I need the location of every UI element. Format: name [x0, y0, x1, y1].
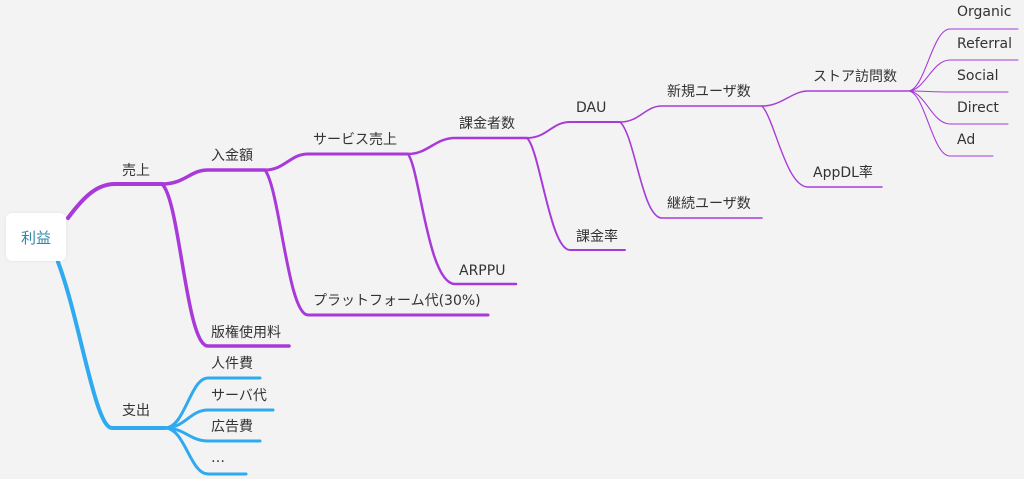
edge-revenue-license: [160, 182, 291, 348]
edge-dau-new: [619, 105, 763, 123]
node-deposit[interactable]: 入金額: [211, 148, 253, 164]
edge-new-visits: [761, 90, 909, 107]
node-arppu[interactable]: ARPPU: [459, 263, 506, 279]
node-expense-server[interactable]: サーバ代: [211, 388, 267, 404]
node-source-direct[interactable]: Direct: [957, 100, 999, 116]
edge-visits-organic: [907, 28, 1019, 92]
node-expense-other[interactable]: …: [211, 450, 225, 466]
edge-visits-ad: [907, 90, 994, 157]
node-expense-ads[interactable]: 広告費: [211, 419, 253, 435]
node-source-referral[interactable]: Referral: [957, 36, 1012, 52]
edge-service-arppu: [406, 152, 518, 286]
node-source-ad[interactable]: Ad: [957, 132, 976, 148]
edge-root-revenue: [66, 182, 164, 220]
edge-deposit-service: [263, 152, 410, 172]
node-source-social[interactable]: Social: [957, 68, 999, 84]
edge-visits-social: [907, 90, 1009, 93]
node-service-sales[interactable]: サービス売上: [313, 132, 397, 148]
node-pay-rate[interactable]: 課金率: [576, 229, 618, 245]
edge-visits-direct: [907, 90, 1009, 125]
edge-deposit-platform: [263, 168, 490, 317]
node-new-users[interactable]: 新規ユーザ数: [667, 84, 751, 100]
node-revenue[interactable]: 売上: [122, 163, 150, 179]
node-continuing-users[interactable]: 継続ユーザ数: [667, 196, 751, 212]
edge-new-appdl: [761, 105, 883, 188]
node-appdl-rate[interactable]: AppDL率: [813, 165, 873, 181]
edge-payers-payrate: [526, 137, 626, 251]
edge-visits-referral: [907, 59, 1019, 92]
node-payers[interactable]: 課金者数: [459, 116, 515, 132]
edge-payers-dau: [526, 121, 621, 139]
root-node[interactable]: 利益: [6, 213, 66, 261]
edge-revenue-deposit: [160, 168, 267, 186]
node-source-organic[interactable]: Organic: [957, 4, 1012, 20]
node-license[interactable]: 版権使用料: [211, 325, 281, 341]
edge-expense-other: [163, 426, 248, 476]
edge-dau-continuing: [619, 121, 763, 219]
node-expense-staff[interactable]: 人件費: [211, 356, 253, 372]
edge-service-payers: [406, 136, 529, 156]
node-dau[interactable]: DAU: [576, 100, 607, 116]
node-platform-fee[interactable]: プラットフォーム代(30%): [313, 293, 481, 309]
node-expense[interactable]: 支出: [122, 403, 150, 419]
root-label: 利益: [21, 229, 52, 247]
edge-root-expense: [56, 260, 167, 430]
node-store-visits[interactable]: ストア訪問数: [813, 69, 897, 85]
